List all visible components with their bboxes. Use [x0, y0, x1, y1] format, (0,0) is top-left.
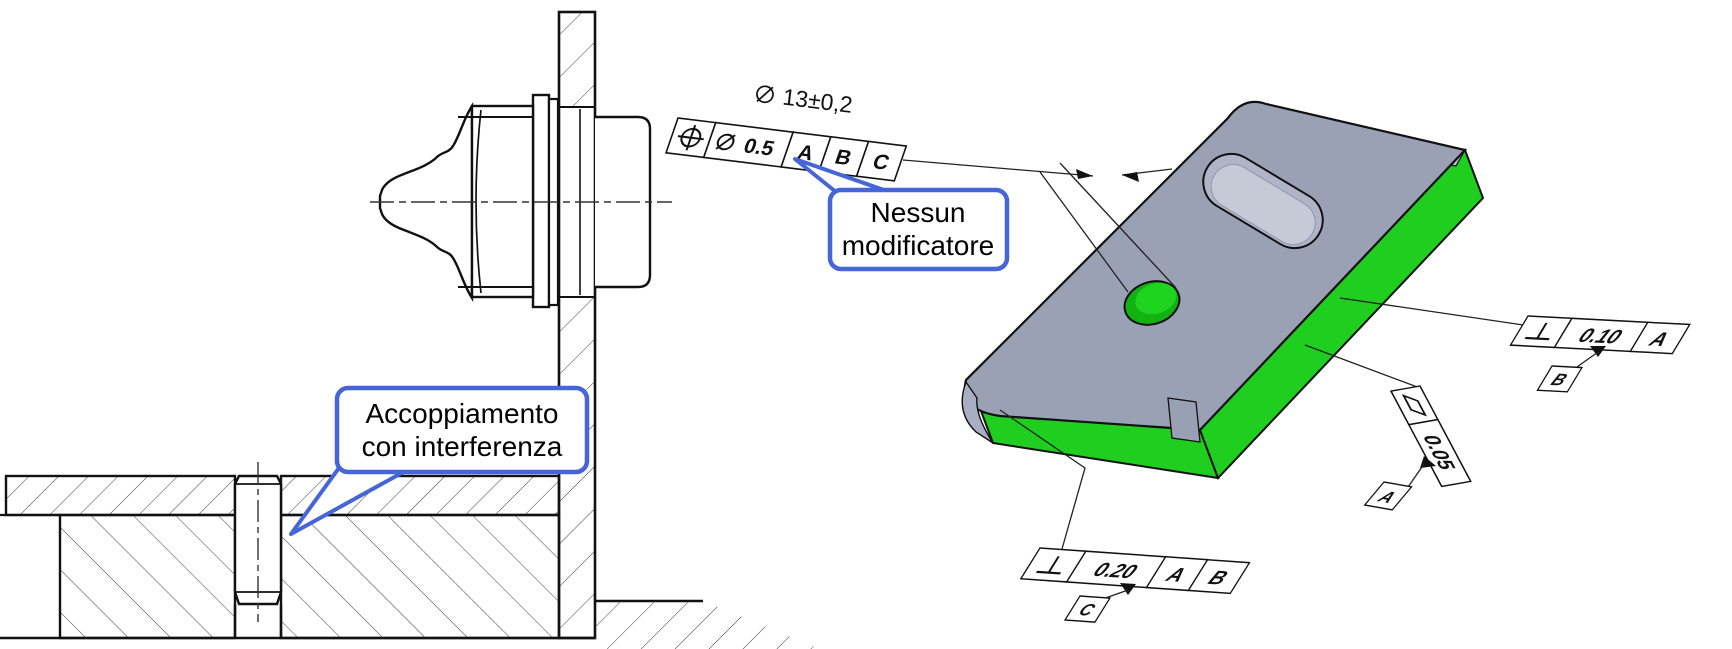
- position-feature-control-frame: 0.5 A B C: [664, 117, 908, 182]
- slot-inner: [1210, 164, 1316, 246]
- leader-flatness-005: [1304, 344, 1421, 389]
- extension-line-left: [1039, 171, 1129, 293]
- datum-b-label: B: [1536, 365, 1584, 393]
- perp-010-value: 0.10: [1574, 324, 1626, 348]
- fcf-cell: [855, 140, 908, 182]
- part-hole: [1123, 280, 1181, 326]
- diameter-symbol-icon: [715, 133, 736, 151]
- flatness-005-frame: 0.05: [1389, 385, 1472, 488]
- datum-box: [1363, 481, 1413, 511]
- bottom-plate-right: [279, 513, 561, 640]
- datum-box: [1536, 365, 1584, 393]
- dimension-arrow-left: [1122, 172, 1139, 182]
- annotation-lines: [902, 159, 1531, 550]
- perpendicularity-symbol-icon: [1035, 556, 1062, 575]
- position-datum-3: C: [870, 151, 893, 175]
- fcf-cell: [1629, 321, 1691, 355]
- datum-c-label: C: [1063, 595, 1112, 623]
- datum-a-leader: [1405, 463, 1425, 491]
- callout-line: modificatore: [842, 230, 995, 261]
- fcf-cell: [1407, 418, 1472, 488]
- callout-line: con interferenza: [362, 431, 563, 462]
- datum-c-triangle: [1120, 583, 1136, 595]
- dimension-line: [902, 159, 1094, 177]
- perpendicularity-020-frame: 0.20 A B: [1019, 547, 1251, 595]
- section-view-press-fit: [0, 462, 820, 649]
- datum-a-label: A: [1363, 481, 1413, 511]
- callout-no-modifier: Nessun modificatore: [793, 157, 1010, 272]
- perpendicularity-010-frame: 0.10 A: [1509, 315, 1691, 355]
- part-slot: [1202, 152, 1324, 250]
- flatness-symbol-icon: [1401, 394, 1428, 417]
- position-symbol-icon: [677, 125, 705, 151]
- hole-interior: [1135, 282, 1177, 315]
- callout-line: Nessun: [871, 197, 966, 228]
- leader-perp-020: [999, 409, 1086, 550]
- fcf-cell: [1187, 558, 1251, 595]
- leader-perp-010: [1339, 297, 1531, 327]
- callout-box: [334, 385, 590, 475]
- stud-flange: [531, 93, 551, 309]
- position-datum-2: B: [832, 146, 855, 170]
- section-view-fastener: [370, 10, 672, 640]
- hole-dimension: 13±0,2: [756, 84, 854, 118]
- hole-dimension-value: 13±0,2: [781, 84, 854, 118]
- callout-box: [827, 187, 1010, 272]
- datum-b-triangle: [1590, 346, 1606, 357]
- extension-line-right: [1059, 162, 1177, 289]
- hex-head-arc: [475, 109, 482, 294]
- callout-line: Accoppiamento: [365, 398, 558, 429]
- callout-interference: Accoppiamento con interferenza: [289, 385, 590, 536]
- ground-hatch: [595, 601, 820, 649]
- datum-box: [1063, 595, 1112, 623]
- diameter-symbol-icon: [756, 85, 774, 104]
- part-corner-notch: [1167, 397, 1201, 443]
- top-plate-left: [4, 474, 237, 517]
- bottom-plate-left: [58, 513, 237, 640]
- fcf-cell: [1389, 385, 1439, 426]
- cad-part-3d: [961, 100, 1485, 480]
- part-left-sliver: [961, 380, 994, 444]
- dimension-arrow-right: [1076, 169, 1093, 179]
- wall-hatch-upper: [559, 12, 595, 107]
- perpendicularity-symbol-icon: [1524, 322, 1550, 341]
